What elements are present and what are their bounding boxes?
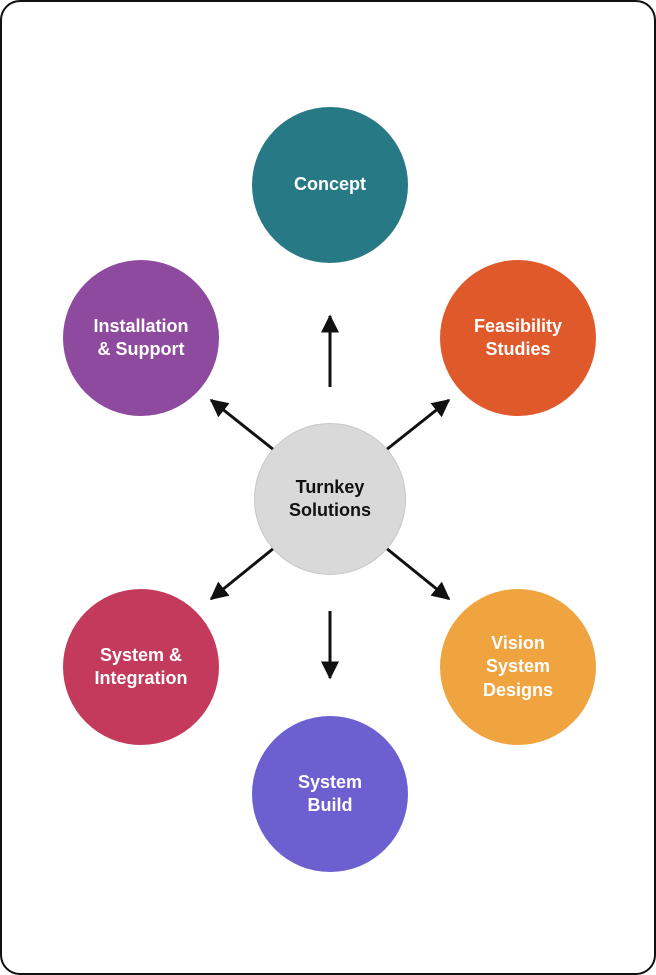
arrow-to-vision-system-designs bbox=[385, 546, 451, 601]
arrow-to-feasibility-studies bbox=[385, 398, 451, 452]
node-installation-support: Installation & Support bbox=[63, 260, 219, 416]
node-feasibility-studies: Feasibility Studies bbox=[440, 260, 596, 416]
arrow-to-installation-support bbox=[209, 398, 275, 452]
node-turnkey-solutions: Turnkey Solutions bbox=[254, 423, 406, 575]
node-system-integration: System & Integration bbox=[63, 589, 219, 745]
arrow-to-system-integration bbox=[209, 546, 275, 601]
node-concept: Concept bbox=[252, 107, 408, 263]
node-vision-system-designs: Vision System Designs bbox=[440, 589, 596, 745]
node-system-build: System Build bbox=[252, 716, 408, 872]
